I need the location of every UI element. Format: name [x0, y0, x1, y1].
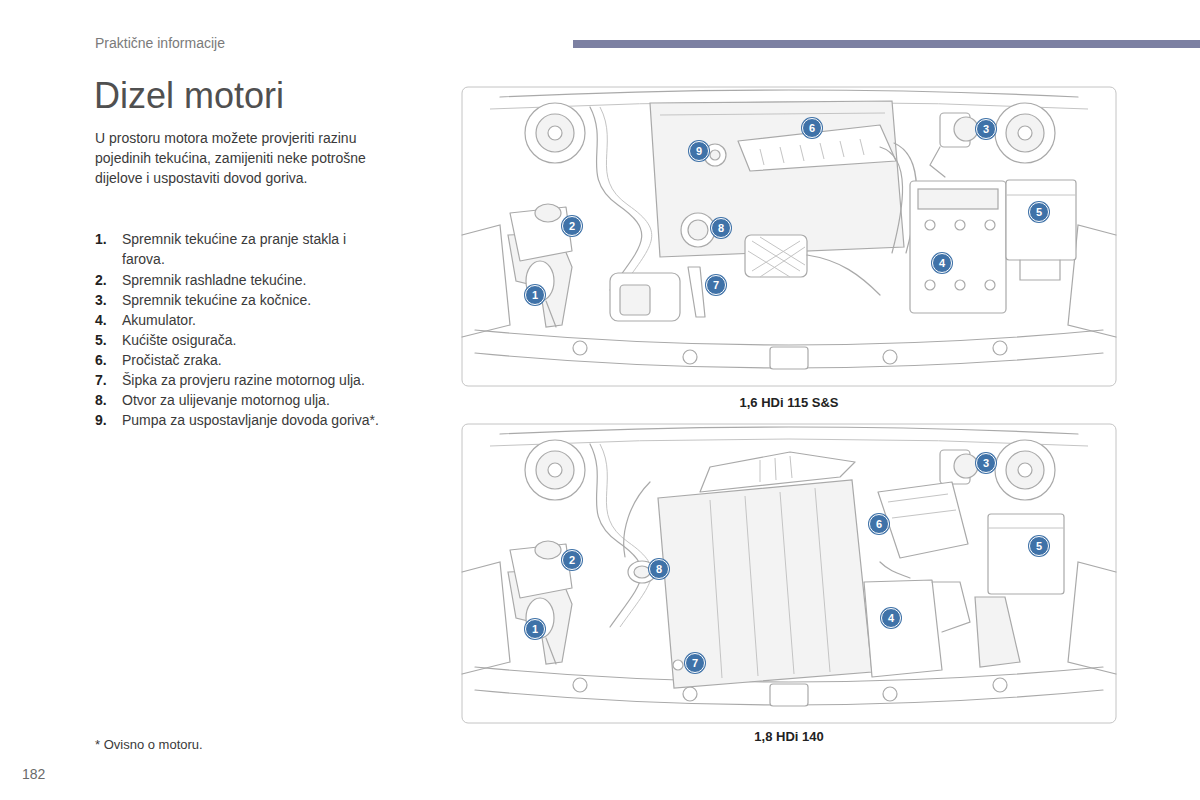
- callout-number: 8: [711, 218, 731, 238]
- callout-number: 7: [706, 275, 726, 295]
- callout-number: 4: [881, 608, 901, 628]
- illustration-part: [610, 273, 680, 321]
- list-number: 9.: [95, 410, 121, 430]
- illustration-part: [673, 660, 683, 670]
- illustration-part: [760, 139, 864, 165]
- callout-number: 8: [649, 559, 669, 579]
- illustration-part: [888, 494, 956, 518]
- illustration-part: [700, 452, 855, 492]
- illustration-part: [462, 424, 1116, 723]
- callout-number: 3: [976, 119, 996, 139]
- illustration-part: [985, 280, 995, 290]
- intro-text: U prostoru motora možete provjeriti razi…: [95, 128, 407, 188]
- callout-number: 2: [562, 550, 582, 570]
- list-item: Pročistač zraka.: [122, 350, 432, 370]
- list-item: Akumulator.: [122, 310, 432, 330]
- illustration-part: [688, 220, 708, 240]
- callout-number: 5: [1029, 202, 1049, 222]
- illustration-part: [760, 456, 792, 482]
- illustration-part: [745, 235, 807, 277]
- callout-number: 9: [689, 141, 709, 161]
- list-number: 4.: [95, 310, 121, 330]
- illustration-part: [955, 280, 965, 290]
- callout-number: 7: [685, 653, 705, 673]
- list-item: Otvor za ulijevanje motornog ulja.: [122, 390, 432, 410]
- illustration-part: [925, 220, 935, 230]
- illustration-part: [660, 113, 885, 115]
- callout-number: 5: [1029, 536, 1049, 556]
- illustration-part: [918, 189, 998, 209]
- callout-number: 1: [525, 619, 545, 639]
- illustration-part: [710, 150, 720, 160]
- list-item: Pumpa za uspostavljanje dovoda goriva*.: [122, 410, 432, 430]
- list-item: Spremnik tekućine za kočnice.: [122, 290, 432, 310]
- illustration-part: [807, 255, 880, 295]
- list-number: 2.: [95, 270, 121, 290]
- illustration-part: [710, 488, 830, 678]
- illustration-part: [462, 87, 1116, 386]
- illustration-part: [955, 220, 965, 230]
- list-number: 1.: [95, 229, 121, 249]
- callout-number: 6: [802, 118, 822, 138]
- running-header: Praktične informacije: [95, 33, 395, 53]
- illustration-part: [910, 181, 1006, 313]
- footnote: * Ovisno o motoru.: [95, 735, 395, 755]
- list-item: Spremnik rashladne tekućine.: [122, 270, 432, 290]
- callout-number: 6: [869, 514, 889, 534]
- illustration-part: [1006, 195, 1076, 196]
- illustration-part: [650, 101, 904, 257]
- list-number: 3.: [95, 290, 121, 310]
- illustration-part: [878, 482, 968, 558]
- callout-number: 1: [525, 285, 545, 305]
- illustration-part: [864, 580, 942, 677]
- illustration-part: [624, 482, 650, 557]
- illustration-part: [634, 566, 650, 578]
- illustration-part: [1006, 180, 1076, 260]
- list-number: 8.: [95, 390, 121, 410]
- illustration-part: [658, 480, 872, 688]
- callout-number: 2: [562, 216, 582, 236]
- list-item: Kućište osigurača.: [122, 330, 432, 350]
- illustration-part: [975, 597, 1020, 667]
- callout-number: 4: [932, 253, 952, 273]
- illustration-part: [620, 285, 650, 315]
- engine-caption: 1,6 HDi 115 S&S: [740, 395, 839, 411]
- illustration-part: [681, 213, 715, 247]
- illustration-part: [932, 582, 970, 632]
- header-bar: [573, 40, 1200, 48]
- engine-bay-bottom: [462, 424, 1116, 723]
- illustration-part: [985, 220, 995, 230]
- page-number: 182: [22, 764, 102, 784]
- engine-bay-top: [462, 87, 1116, 386]
- illustration-part: [925, 280, 935, 290]
- list-number: 6.: [95, 350, 121, 370]
- illustration-part: [988, 514, 1064, 594]
- list-number: 7.: [95, 370, 121, 390]
- illustration-part: [748, 237, 805, 277]
- illustration-part: [988, 528, 1064, 529]
- list-number: 5.: [95, 330, 121, 350]
- callout-number: 3: [976, 453, 996, 473]
- page-title: Dizel motori: [94, 74, 284, 118]
- engine-caption: 1,8 HDi 140: [754, 729, 823, 745]
- illustration-part: [688, 267, 705, 317]
- list-item: Šipka za provjeru razine motornog ulja.: [122, 370, 432, 390]
- illustration-part: [1020, 260, 1060, 280]
- illustration-part: [880, 147, 903, 253]
- illustration-part: [880, 562, 910, 578]
- list-item: Spremnik tekućine za pranje stakla i far…: [122, 229, 387, 269]
